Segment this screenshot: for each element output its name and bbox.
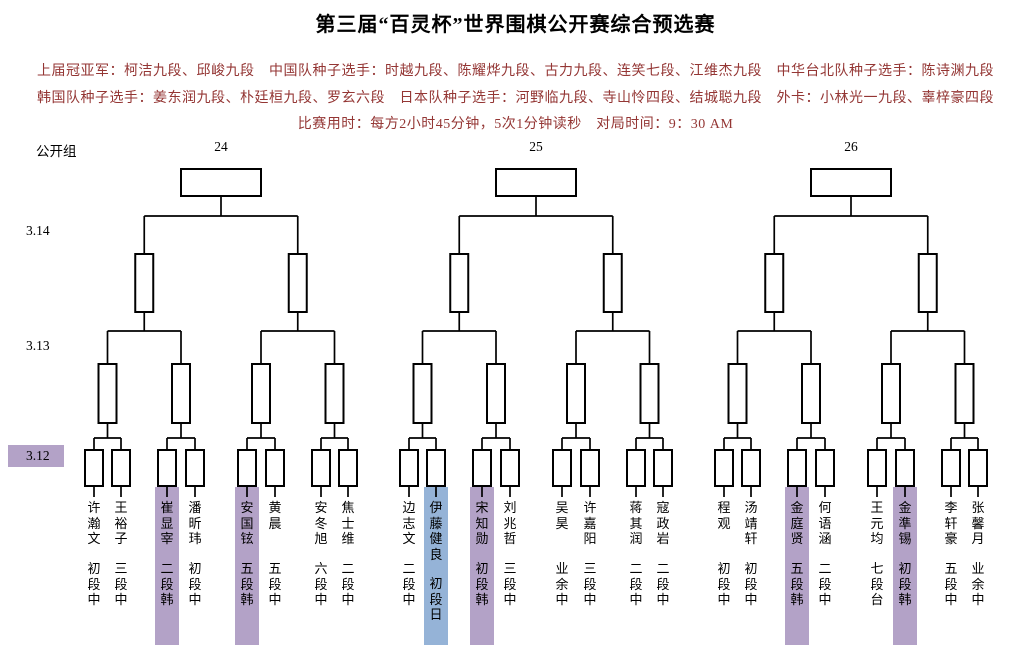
player-column: 许瀚文初段中	[82, 487, 106, 608]
player-rank: 二段中	[341, 561, 355, 607]
bracket-group-number: 24	[214, 139, 228, 154]
player-rank: 初段日	[429, 576, 443, 622]
player-name: 张馨月	[971, 500, 985, 546]
player-column: 程观初段中	[712, 487, 736, 608]
player-column: 金準锡初段韩	[893, 487, 917, 645]
player-name: 崔显宰	[160, 500, 174, 546]
player-column: 何语涵二段中	[813, 487, 837, 608]
player-rank: 二段韩	[160, 561, 174, 607]
player-rank: 初段中	[87, 561, 101, 607]
player-column: 安冬旭六段中	[309, 487, 333, 608]
player-rank: 五段中	[268, 561, 282, 607]
player-name: 李轩豪	[944, 500, 958, 546]
player-name: 潘昕玮	[188, 500, 202, 546]
player-column: 王元均七段台	[865, 487, 889, 608]
group-label: 公开组	[36, 144, 77, 159]
round-label-3-13: 3.13	[26, 338, 50, 353]
player-column: 潘昕玮初段中	[183, 487, 207, 608]
player-name: 何语涵	[818, 500, 832, 546]
player-name: 焦士维	[341, 500, 355, 546]
player-rank: 二段中	[402, 561, 416, 607]
player-column: 焦士维二段中	[336, 487, 360, 608]
player-name: 许瀚文	[87, 500, 101, 546]
player-name: 蒋其润	[629, 500, 643, 546]
player-rank: 五段韩	[790, 561, 804, 607]
player-column: 许嘉阳三段中	[578, 487, 602, 608]
player-column: 王裕子三段中	[109, 487, 133, 608]
player-rank: 初段中	[188, 561, 202, 607]
player-name: 寇政岩	[656, 500, 670, 546]
player-name: 汤靖轩	[744, 500, 758, 546]
player-column: 汤靖轩初段中	[739, 487, 763, 608]
player-rank: 初段韩	[898, 561, 912, 607]
player-rank: 七段台	[870, 561, 884, 607]
player-rank: 二段中	[629, 561, 643, 607]
player-column: 崔显宰二段韩	[155, 487, 179, 645]
player-name: 宋知勋	[475, 500, 489, 546]
player-column: 黄晨五段中	[263, 487, 287, 608]
player-name: 金準锡	[898, 500, 912, 546]
player-column: 伊藤健良初段日	[424, 487, 448, 645]
player-column: 金庭贤五段韩	[785, 487, 809, 645]
player-name: 黄晨	[268, 500, 282, 531]
info-line-seeds-2: 韩国队种子选手：姜东润九段、朴廷桓九段、罗玄六段 日本队种子选手：河野临九段、寺…	[37, 91, 994, 106]
player-name: 伊藤健良	[429, 500, 443, 562]
player-rank: 三段中	[503, 561, 517, 607]
player-column: 李轩豪五段中	[939, 487, 963, 608]
info-line-time: 比赛用时：每方2小时45分钟，5次1分钟读秒 对局时间：9：30 AM	[297, 117, 734, 132]
player-name: 许嘉阳	[583, 500, 597, 546]
player-rank: 二段中	[656, 561, 670, 607]
player-column: 张馨月业余中	[966, 487, 990, 608]
player-rank: 业余中	[971, 561, 985, 607]
player-rank: 三段中	[114, 561, 128, 607]
round-label-3-12-highlighted: 3.12	[8, 445, 64, 467]
player-name: 安国铉	[240, 500, 254, 546]
player-rank: 二段中	[818, 561, 832, 607]
player-column: 寇政岩二段中	[651, 487, 675, 608]
player-rank: 初段中	[717, 561, 731, 607]
player-rank: 五段韩	[240, 561, 254, 607]
player-rank: 业余中	[555, 561, 569, 607]
player-column: 边志文二段中	[397, 487, 421, 608]
player-name: 王裕子	[114, 500, 128, 546]
player-name: 金庭贤	[790, 500, 804, 546]
player-rank: 初段韩	[475, 561, 489, 607]
page-title: 第三届“百灵杯”世界围棋公开赛综合预选赛	[315, 14, 716, 36]
bracket-group-number: 26	[844, 139, 858, 154]
round-label-3-14: 3.14	[26, 223, 50, 238]
player-name: 刘兆哲	[503, 500, 517, 546]
player-column: 宋知勋初段韩	[470, 487, 494, 645]
player-name: 边志文	[402, 500, 416, 546]
player-name: 安冬旭	[314, 500, 328, 546]
player-rank: 五段中	[944, 561, 958, 607]
bracket-group-number: 25	[529, 139, 543, 154]
player-column: 蒋其润二段中	[624, 487, 648, 608]
player-name: 程观	[717, 500, 731, 531]
player-rank: 三段中	[583, 561, 597, 607]
player-name: 王元均	[870, 500, 884, 546]
player-column: 吴昊业余中	[550, 487, 574, 608]
info-line-seeds-1: 上届冠亚军：柯洁九段、邱峻九段 中国队种子选手：时越九段、陈耀烨九段、古力九段、…	[37, 64, 994, 79]
player-rank: 初段中	[744, 561, 758, 607]
player-column: 刘兆哲三段中	[498, 487, 522, 608]
player-name: 吴昊	[555, 500, 569, 531]
player-rank: 六段中	[314, 561, 328, 607]
player-column: 安国铉五段韩	[235, 487, 259, 645]
